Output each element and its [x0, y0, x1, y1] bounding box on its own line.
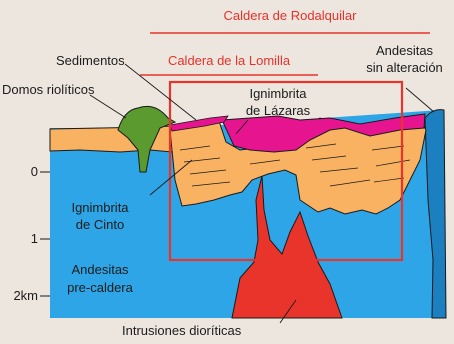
label-cinto-2: de Cinto [75, 217, 125, 232]
label-pre-2: pre-caldera [67, 280, 133, 295]
rhyolite-dome [117, 105, 177, 173]
caldera-rodalquilar-box [168, 80, 404, 262]
label-lazaras-1: Ignimbrita [249, 86, 307, 101]
depth-tick-2km: 2km [13, 288, 38, 303]
label-intrusiones: Intrusiones dioríticas [122, 323, 242, 338]
label-cinto-1: Ignimbrita [71, 200, 129, 215]
sediments-strip [169, 115, 229, 132]
label-lazaras-2: de Lázaras [245, 103, 311, 118]
label-domos: Domos riolíticos [2, 82, 95, 97]
andesite-precaldera-body [50, 128, 175, 318]
label-sedimentos: Sedimentos [56, 53, 125, 68]
depth-tick-1: 1 [30, 231, 38, 246]
depth-tick-0: 0 [30, 164, 38, 179]
ignimbrite-lazaras [221, 113, 426, 153]
title-rodalquilar: Caldera de Rodalquilar [223, 8, 357, 23]
diorite-intrusion [231, 175, 343, 319]
label-andesitas-sin-2: sin alteración [366, 60, 443, 75]
title-lomilla: Caldera de la Lomilla [167, 53, 291, 68]
label-pre-1: Andesitas [71, 262, 129, 277]
label-andesitas-sin-1: Andesitas [375, 43, 434, 58]
depth-axis [40, 171, 50, 297]
ignimbrite-layering [179, 143, 411, 187]
leader-lines [89, 63, 435, 324]
andesite-unaltered-block [424, 109, 447, 319]
